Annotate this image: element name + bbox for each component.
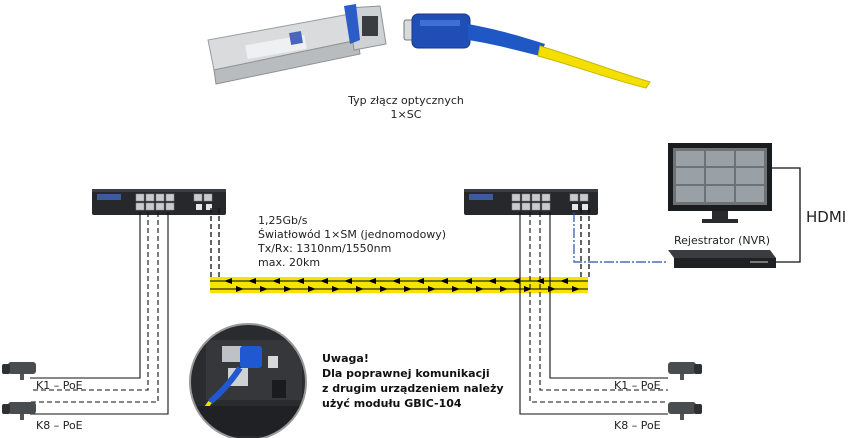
nvr-label: Rejestrator (NVR) (674, 234, 770, 247)
arrow-right-icon (572, 286, 580, 292)
camera-icon (668, 362, 702, 380)
arrow-right-icon (524, 286, 532, 292)
arrow-right-icon (332, 286, 340, 292)
left-switch (92, 189, 226, 215)
camera-icon (2, 362, 36, 380)
link-speed: 1,25Gb/s (258, 214, 308, 227)
arrow-left-icon (344, 278, 352, 284)
arrow-right-icon (356, 286, 364, 292)
arrow-right-icon (260, 286, 268, 292)
camera-label-right-k8: K8 – PoE (614, 419, 661, 432)
nvr-link-line (573, 212, 668, 263)
note-line3: z drugim urządzeniem należy (322, 382, 504, 395)
fiber-drop-lines (210, 208, 590, 279)
hdmi-label: HDMI (806, 208, 846, 226)
arrow-right-icon (476, 286, 484, 292)
camera-label-right-k1: K1 – PoE (614, 379, 661, 392)
camera-icon (668, 402, 702, 420)
arrow-left-icon (560, 278, 568, 284)
arrow-left-icon (440, 278, 448, 284)
camera-icon (2, 402, 36, 420)
arrow-right-icon (500, 286, 508, 292)
brand-logo-icon (469, 194, 493, 200)
connector-caption-line2: 1×SC (391, 108, 422, 121)
arrow-left-icon (512, 278, 520, 284)
arrow-left-icon (272, 278, 280, 284)
arrow-right-icon (452, 286, 460, 292)
fiber-link-band (210, 277, 588, 293)
camera-label-left-k8: K8 – PoE (36, 419, 83, 432)
monitor-icon (668, 143, 772, 223)
arrow-right-icon (380, 286, 388, 292)
note-heading: Uwaga! (322, 352, 369, 365)
arrow-left-icon (224, 278, 232, 284)
arrow-left-icon (392, 278, 400, 284)
brand-logo-icon (97, 194, 121, 200)
sc-connector-illustration (403, 13, 651, 89)
right-switch (464, 189, 598, 215)
sfp-module-illustration (207, 4, 387, 85)
arrow-right-icon (284, 286, 292, 292)
arrow-left-icon (320, 278, 328, 284)
arrow-left-icon (248, 278, 256, 284)
arrow-left-icon (368, 278, 376, 284)
arrow-left-icon (488, 278, 496, 284)
arrow-right-icon (404, 286, 412, 292)
connector-caption-line1: Typ złącz optycznych (347, 94, 464, 107)
arrow-right-icon (236, 286, 244, 292)
arrow-left-icon (416, 278, 424, 284)
gbic-module-closeup (189, 323, 307, 438)
note-line4: użyć modułu GBIC-104 (322, 397, 462, 410)
arrow-left-icon (464, 278, 472, 284)
link-fiber-type: Światłowód 1×SM (jednomodowy) (258, 228, 446, 241)
camera-label-left-k1: K1 – PoE (36, 379, 83, 392)
arrow-right-icon (428, 286, 436, 292)
fiber-direction-arrows (224, 278, 580, 292)
right-camera-cables (519, 212, 668, 415)
arrow-right-icon (308, 286, 316, 292)
hdmi-cable (772, 167, 801, 263)
left-camera-cables (30, 212, 169, 415)
note-line2: Dla poprawnej komunikacji (322, 367, 490, 380)
link-distance: max. 20km (258, 256, 320, 269)
link-wavelength: Tx/Rx: 1310nm/1550nm (257, 242, 391, 255)
nvr-recorder-icon (668, 250, 776, 268)
arrow-left-icon (296, 278, 304, 284)
